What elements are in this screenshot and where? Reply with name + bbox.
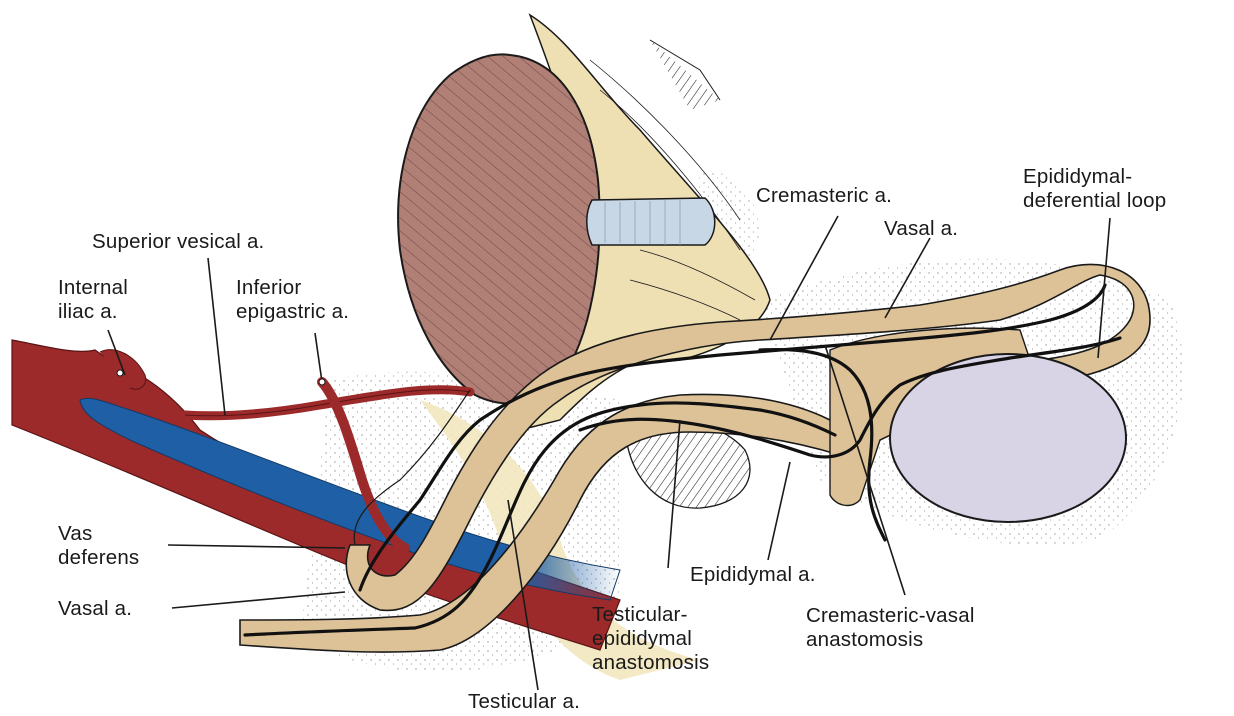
urethra <box>586 197 716 246</box>
label-vas-deferens: Vas deferens <box>58 522 140 569</box>
label-internal-iliac-artery: Internal iliac a. <box>58 276 128 323</box>
testis <box>889 353 1127 523</box>
label-testicular-epididymal-anastomosis: Testicular- epididymal anastomosis <box>592 603 710 674</box>
iliac-vein <box>79 397 621 601</box>
label-cremasteric-vasal-anastomosis: Cremasteric-vasal anastomosis <box>806 604 975 651</box>
label-inferior-epigastric-artery: Inferior epigastric a. <box>236 276 350 323</box>
superior-vesical-artery <box>180 385 475 421</box>
label-vasal-artery-left: Vasal a. <box>58 597 133 620</box>
label-epididymal-artery: Epididymal a. <box>690 563 816 586</box>
label-testicular-artery: Testicular a. <box>468 690 580 713</box>
label-epididymal-deferential-loop: Epididymal- deferential loop <box>1023 165 1167 212</box>
label-cremasteric-artery: Cremasteric a. <box>756 184 893 207</box>
label-vasal-artery-right: Vasal a. <box>884 217 959 240</box>
bladder <box>397 53 601 405</box>
leader-lines <box>107 215 1111 691</box>
label-superior-vesical-artery: Superior vesical a. <box>92 230 265 253</box>
cremasteric-vessels <box>243 283 1122 637</box>
branch-dots <box>116 369 326 386</box>
